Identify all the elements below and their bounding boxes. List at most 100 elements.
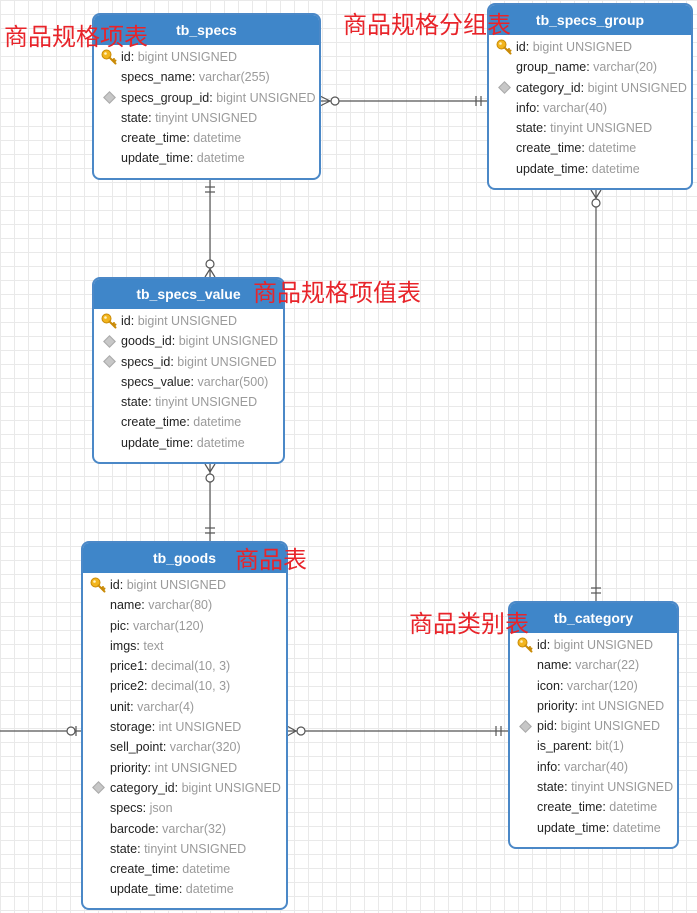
field-row[interactable]: barcode: varchar(32) — [83, 819, 286, 839]
field-name: create_time — [121, 415, 187, 430]
field-row[interactable]: state: tinyint UNSIGNED — [510, 777, 677, 797]
field-row[interactable]: group_name: varchar(20) — [489, 57, 691, 77]
field-name: create_time — [537, 800, 603, 815]
field-type: datetime — [182, 862, 231, 877]
field-row[interactable]: create_time: datetime — [510, 797, 677, 817]
field-row[interactable]: info: varchar(40) — [510, 757, 677, 777]
field-name: update_time — [537, 820, 606, 835]
field-row[interactable]: price2: decimal(10, 3) — [83, 676, 286, 696]
field-row[interactable]: id: bigint UNSIGNED — [94, 311, 283, 331]
field-row[interactable]: icon: varchar(120) — [510, 676, 677, 696]
no-key-marker — [90, 839, 106, 859]
field-name: update_time — [110, 882, 179, 897]
field-row[interactable]: update_time: datetime — [94, 148, 319, 168]
field-separator: : — [125, 618, 133, 633]
field-row[interactable]: state: tinyint UNSIGNED — [489, 118, 691, 138]
field-name: priority — [537, 698, 575, 713]
field-type: datetime — [196, 435, 245, 450]
field-type: varchar(255) — [198, 70, 270, 85]
field-separator: : — [190, 374, 198, 389]
no-key-marker — [496, 98, 512, 118]
field-name: goods_id — [121, 334, 172, 349]
field-row[interactable]: info: varchar(40) — [489, 98, 691, 118]
field-row[interactable]: unit: varchar(4) — [83, 697, 286, 717]
field-row[interactable]: update_time: datetime — [83, 879, 286, 899]
field-row[interactable]: id: bigint UNSIGNED — [510, 635, 677, 655]
field-row[interactable]: name: varchar(80) — [83, 595, 286, 615]
no-key-marker — [90, 879, 106, 899]
no-key-marker — [496, 159, 512, 179]
no-key-marker — [517, 818, 533, 838]
field-text: goods_id: bigint UNSIGNED — [121, 331, 278, 351]
field-row[interactable]: specs_name: varchar(255) — [94, 67, 319, 87]
field-text: name: varchar(80) — [110, 595, 212, 615]
field-text: create_time: datetime — [537, 797, 657, 817]
field-row[interactable]: id: bigint UNSIGNED — [489, 37, 691, 57]
field-row[interactable]: pic: varchar(120) — [83, 616, 286, 636]
field-row[interactable]: pid: bigint UNSIGNED — [510, 716, 677, 736]
field-type: decimal(10, 3) — [151, 659, 231, 674]
field-name: name — [110, 598, 142, 613]
field-text: price1: decimal(10, 3) — [110, 656, 230, 676]
field-name: specs_group_id — [121, 90, 210, 105]
label-goods: 商品表 — [235, 546, 307, 574]
field-separator: : — [536, 100, 544, 115]
field-type: int UNSIGNED — [158, 720, 242, 735]
field-row[interactable]: priority: int UNSIGNED — [510, 696, 677, 716]
field-type: tinyint UNSIGNED — [571, 780, 674, 795]
field-text: state: tinyint UNSIGNED — [537, 777, 673, 797]
field-row[interactable]: goods_id: bigint UNSIGNED — [94, 331, 283, 351]
field-type: varchar(320) — [169, 740, 241, 755]
no-key-marker — [496, 138, 512, 158]
field-type: tinyint UNSIGNED — [155, 110, 258, 125]
field-type: varchar(120) — [566, 678, 638, 693]
field-text: state: tinyint UNSIGNED — [121, 108, 257, 128]
field-row[interactable]: state: tinyint UNSIGNED — [94, 392, 283, 412]
no-key-marker — [90, 636, 106, 656]
field-row[interactable]: create_time: datetime — [94, 128, 319, 148]
field-text: priority: int UNSIGNED — [537, 696, 664, 716]
field-row[interactable]: state: tinyint UNSIGNED — [94, 108, 319, 128]
field-row[interactable]: is_parent: bit(1) — [510, 736, 677, 756]
field-type: tinyint UNSIGNED — [550, 121, 653, 136]
field-row[interactable]: category_id: bigint UNSIGNED — [489, 78, 691, 98]
field-row[interactable]: state: tinyint UNSIGNED — [83, 839, 286, 859]
field-row[interactable]: sell_point: varchar(320) — [83, 737, 286, 757]
field-name: unit — [110, 699, 131, 714]
field-row[interactable]: create_time: datetime — [94, 412, 283, 432]
field-text: icon: varchar(120) — [537, 676, 638, 696]
field-row[interactable]: create_time: datetime — [489, 138, 691, 158]
no-key-marker — [517, 676, 533, 696]
field-row[interactable]: id: bigint UNSIGNED — [94, 47, 319, 67]
field-row[interactable]: create_time: datetime — [83, 859, 286, 879]
field-row[interactable]: name: varchar(22) — [510, 655, 677, 675]
field-row[interactable]: specs_value: varchar(500) — [94, 372, 283, 392]
field-row[interactable]: update_time: datetime — [94, 433, 283, 453]
field-row[interactable]: priority: int UNSIGNED — [83, 758, 286, 778]
field-text: pic: varchar(120) — [110, 616, 204, 636]
field-separator: : — [151, 720, 159, 735]
field-row[interactable]: specs_group_id: bigint UNSIGNED — [94, 88, 319, 108]
field-name: group_name — [516, 60, 587, 75]
field-name: icon — [537, 678, 560, 693]
field-row[interactable]: storage: int UNSIGNED — [83, 717, 286, 737]
field-text: barcode: varchar(32) — [110, 819, 226, 839]
field-row[interactable]: update_time: datetime — [489, 159, 691, 179]
field-type: decimal(10, 3) — [151, 679, 231, 694]
field-row[interactable]: specs: json — [83, 798, 286, 818]
field-row[interactable]: category_id: bigint UNSIGNED — [83, 778, 286, 798]
field-text: info: varchar(40) — [516, 98, 607, 118]
field-row[interactable]: specs_id: bigint UNSIGNED — [94, 352, 283, 372]
field-row[interactable]: update_time: datetime — [510, 818, 677, 838]
field-row[interactable]: id: bigint UNSIGNED — [83, 575, 286, 595]
field-row[interactable]: imgs: text — [83, 636, 286, 656]
field-row[interactable]: price1: decimal(10, 3) — [83, 656, 286, 676]
field-separator: : — [142, 801, 150, 816]
